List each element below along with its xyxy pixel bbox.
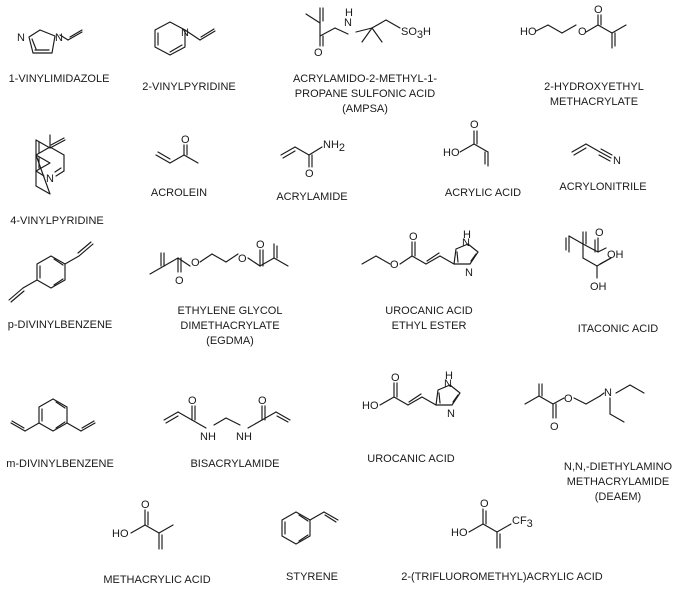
atom-o: O xyxy=(470,119,479,131)
atom-ho: HO xyxy=(520,26,537,38)
atom-cf3: CF3 xyxy=(512,515,533,530)
caption-egdma: ETHYLENE GLYCOL DIMETHACRYLATE (EGDMA) xyxy=(177,305,283,347)
atom-o: O xyxy=(390,259,399,271)
structure-4-vinylpyridine: N xyxy=(35,134,66,195)
caption-acrolein: ACROLEIN xyxy=(150,187,208,199)
atom-n: N xyxy=(46,173,54,185)
atom-oh: OH xyxy=(590,281,607,293)
atom-o: O xyxy=(191,257,200,269)
structure-p-divinylbenzene xyxy=(8,241,94,303)
caption-4-vinylpyridine: 4-VINYLPYRIDINE xyxy=(10,215,104,227)
structure-deaem: O O N xyxy=(524,383,645,433)
atom-o: O xyxy=(480,498,489,510)
atom-so3h: SO3H xyxy=(401,26,431,41)
atom-n: N xyxy=(181,27,189,39)
atom-o: O xyxy=(314,47,323,59)
caption-p-divinylbenzene: p-DIVINYLBENZENE xyxy=(7,319,113,331)
atom-h: H xyxy=(345,7,353,19)
caption-styrene: STYRENE xyxy=(286,571,338,583)
atom-o: O xyxy=(181,134,190,146)
structure-urocanic-ester: O O N H N xyxy=(361,229,479,279)
atom-n: N xyxy=(465,267,473,279)
structure-acrylic-acid: HO O xyxy=(443,119,489,167)
caption-deaem: N,N,-DIETHYLAMINO METHACRYLAMIDE (DEAEM) xyxy=(563,461,673,503)
atom-o: O xyxy=(188,395,197,407)
atom-o: O xyxy=(594,4,603,16)
structure-bisacrylamide: O O NH NH xyxy=(163,395,291,443)
atom-o: O xyxy=(141,499,150,511)
atom-o: O xyxy=(256,239,265,251)
atom-n: N xyxy=(447,408,455,420)
atom-h: H xyxy=(463,229,471,241)
structure-acrylamide: O NH2 xyxy=(280,139,345,180)
caption-hema: 2-HYDROXYETHYL METHACRYLATE xyxy=(544,81,644,108)
atom-nh: N xyxy=(462,237,470,249)
structure-m-divinylbenzene xyxy=(10,398,96,432)
atom-o: O xyxy=(578,26,587,38)
caption-m-divinylbenzene: m-DIVINYLBENZENE xyxy=(6,458,114,470)
caption-acrylamide: ACRYLAMIDE xyxy=(276,191,348,203)
atom-ho: HO xyxy=(112,528,129,540)
atom-n: N xyxy=(344,17,352,29)
structure-tfm-acrylic-acid: HO O CF3 xyxy=(451,498,533,549)
atom-nh: N xyxy=(444,378,452,390)
atom-o: O xyxy=(564,393,573,405)
structure-methacrylic-acid: HO O xyxy=(112,499,174,550)
caption-ampsa: ACRYLAMIDO-2-METHYL-1- PROPANE SULFONIC … xyxy=(292,73,438,115)
structure-styrene xyxy=(281,511,339,545)
structure-itaconic-acid: O OH OH xyxy=(565,227,624,293)
atom-n: N xyxy=(613,155,621,167)
atom-nh: NH xyxy=(236,431,252,443)
structure-acrolein: O xyxy=(155,134,199,164)
atom-n: N xyxy=(17,32,25,44)
caption-methacrylic-acid: METHACRYLIC ACID xyxy=(103,574,211,586)
caption-urocanic-acid: UROCANIC ACID xyxy=(367,453,455,465)
atom-ho: HO xyxy=(451,527,468,539)
atom-ho: HO xyxy=(362,400,379,412)
atom-o: O xyxy=(595,227,604,239)
caption-itaconic-acid: ITACONIC ACID xyxy=(577,323,659,335)
atom-h: H xyxy=(445,370,453,382)
atom-n: N xyxy=(55,32,63,44)
structure-urocanic-acid: HO O N H N xyxy=(362,370,461,420)
caption-acrylonitrile: ACRYLONITRILE xyxy=(559,181,647,193)
atom-ho: HO xyxy=(443,147,460,159)
structure-ampsa: O N H SO3H xyxy=(305,7,431,59)
structure-acrylonitrile: N xyxy=(571,143,621,167)
structure-2-vinylpyridine: N xyxy=(154,21,216,56)
caption-acrylic-acid: ACRYLIC ACID xyxy=(444,187,522,199)
atom-o: O xyxy=(550,421,559,433)
atom-o: O xyxy=(305,168,314,180)
caption-bisacrylamide: BISACRYLAMIDE xyxy=(190,458,280,470)
structure-1-vinylimidazole: N N xyxy=(17,29,83,54)
structure-egdma: O O O O xyxy=(149,239,289,287)
atom-nh: NH xyxy=(200,431,216,443)
caption-2-vinylpyridine: 2-VINYLPYRIDINE xyxy=(142,81,236,93)
caption-tfm-acrylic-acid: 2-(TRIFLUOROMETHYL)ACRYLIC ACID xyxy=(401,571,603,583)
structure-hema: HO O O xyxy=(520,4,627,49)
atom-nh2: NH2 xyxy=(323,139,345,154)
atom-n: N xyxy=(604,387,612,399)
atom-o: O xyxy=(175,275,184,287)
atom-oh: OH xyxy=(607,249,624,261)
atom-o: O xyxy=(238,253,247,265)
caption-urocanic-ester: UROCANIC ACID ETHYL ESTER xyxy=(385,305,473,332)
caption-1-vinylimidazole: 1-VINYLIMIDAZOLE xyxy=(8,73,110,85)
atom-o: O xyxy=(258,395,267,407)
atom-o: O xyxy=(409,231,418,243)
atom-o: O xyxy=(391,372,400,384)
